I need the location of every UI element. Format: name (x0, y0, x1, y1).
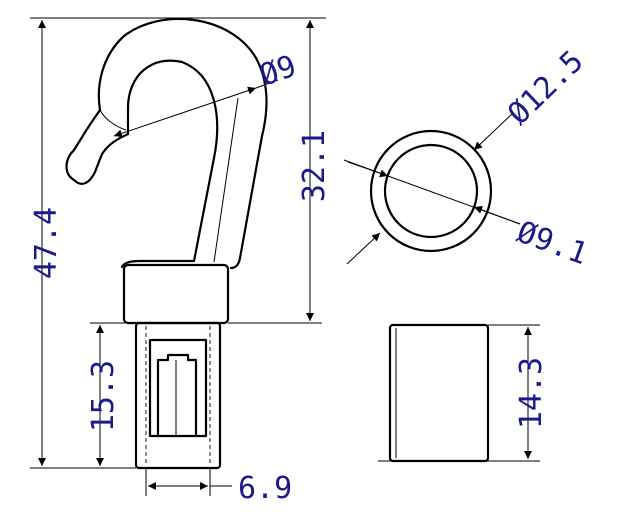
collar (122, 263, 230, 325)
dim-hook-diameter-label: Ø9 (255, 49, 301, 94)
body (134, 321, 222, 470)
dim-body-width: 6.9 (145, 468, 292, 506)
dim-overall-height-label: 47.4 (29, 207, 64, 279)
dim-body-height: 15.3 (86, 322, 136, 466)
dim-overall-height: 47.4 (29, 17, 326, 469)
dim-inner-diameter: Ø9.1 (343, 159, 592, 273)
side-body (388, 323, 490, 463)
dim-side-height: 14.3 (378, 324, 549, 462)
dim-hook-diameter: Ø9 (113, 49, 301, 138)
hook-outline (65, 17, 268, 270)
ring-top-view (369, 129, 493, 253)
side-view (388, 323, 490, 463)
dim-body-width-label: 6.9 (238, 471, 292, 506)
dim-body-height-label: 15.3 (86, 360, 121, 432)
latch-window-outer (148, 338, 208, 438)
dim-outer-diameter-label: Ø12.5 (501, 44, 590, 132)
ring-outer (369, 129, 493, 253)
dim-hook-height: 32.1 (228, 20, 332, 324)
ring-inner (383, 143, 479, 239)
hook-tip-edge (99, 109, 127, 131)
latch-window-inner (156, 353, 198, 438)
dim-hook-height-label: 32.1 (297, 130, 332, 202)
dim-side-height-label: 14.3 (514, 357, 549, 429)
dim-inner-diameter-label: Ø9.1 (512, 215, 592, 273)
